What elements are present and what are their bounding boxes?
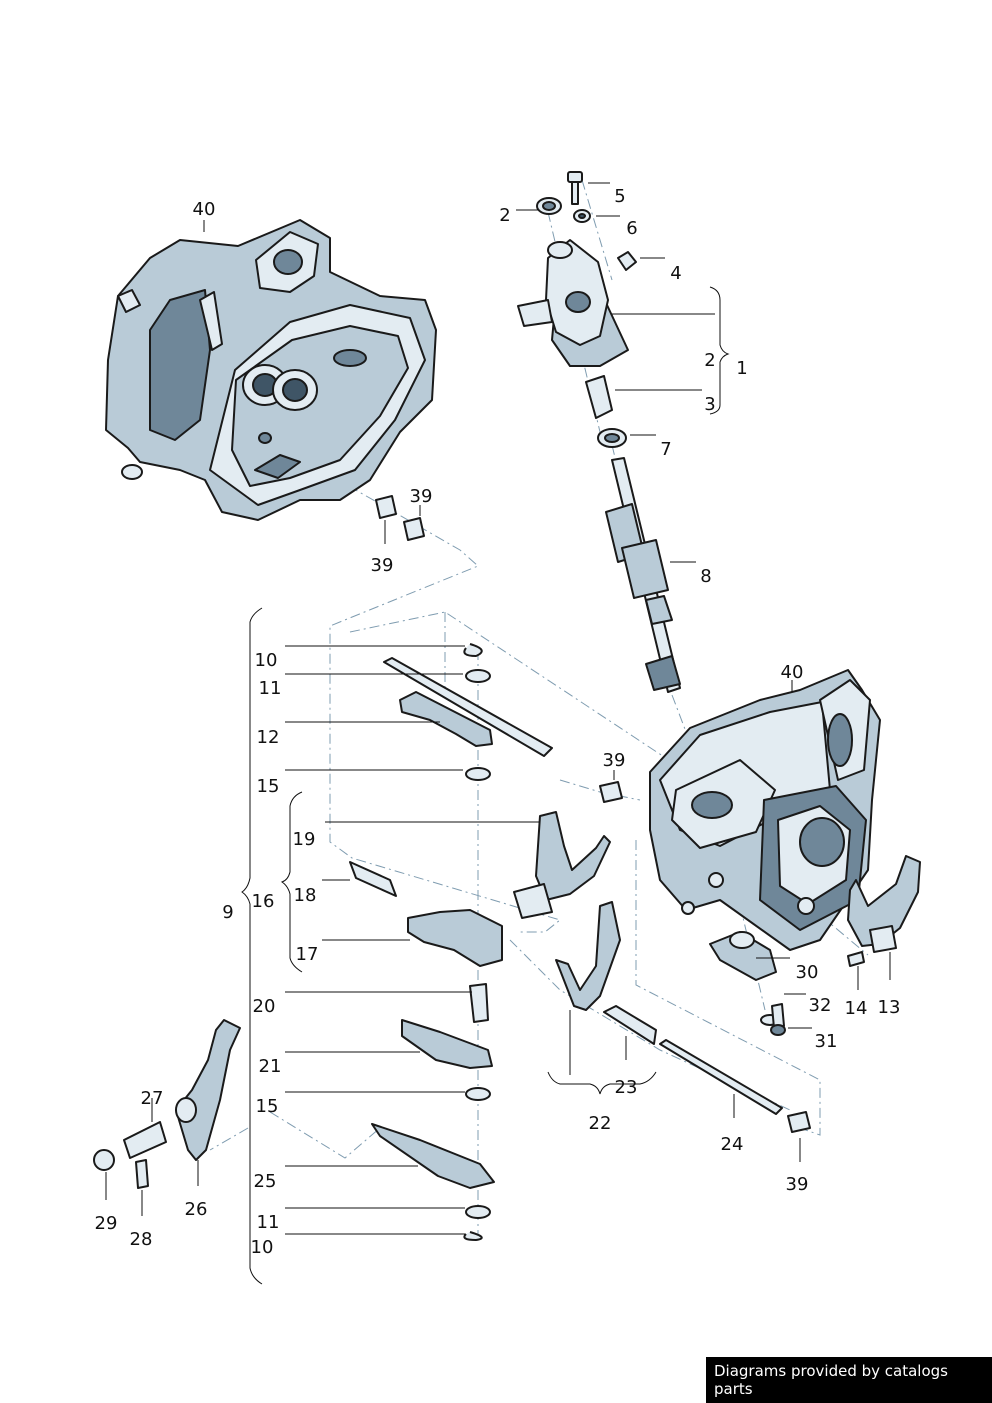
shift-lever-assembly [93,1019,241,1189]
label-6: 6 [626,218,637,239]
label-4: 4 [670,263,681,284]
label-24: 24 [721,1134,744,1155]
label-11a: 11 [259,678,282,699]
label-31: 31 [815,1031,838,1052]
selector-forks [513,811,921,1011]
label-18: 18 [294,885,317,906]
gearbox-housing-left [105,219,437,521]
label-27: 27 [141,1088,164,1109]
label-39b: 39 [371,555,394,576]
bushes-39 [375,495,811,1133]
label-19: 19 [293,829,316,850]
gearbox-housing-right [649,669,881,951]
label-8: 8 [700,566,711,587]
label-40a: 40 [193,199,216,220]
label-1: 1 [736,358,747,379]
part-labels: 40 2 5 6 4 2 1 3 7 39 39 8 40 10 11 12 3… [95,186,901,1258]
attribution-banner: Diagrams provided by catalogs parts [706,1357,992,1403]
selector-plates [349,643,553,1241]
label-39c: 39 [603,750,626,771]
label-32: 32 [809,995,832,1016]
label-14: 14 [845,998,868,1019]
attribution-text: Diagrams provided by catalogs parts [714,1362,948,1398]
label-20: 20 [253,996,276,1017]
label-40b: 40 [781,662,804,683]
label-3: 3 [704,394,715,415]
label-28: 28 [130,1229,153,1250]
label-30: 30 [796,962,819,983]
label-11b: 11 [257,1212,280,1233]
label-2a: 2 [499,205,510,226]
label-2b: 2 [704,350,715,371]
label-15a: 15 [257,776,280,797]
label-17: 17 [296,944,319,965]
label-29: 29 [95,1213,118,1234]
label-16: 16 [252,891,275,912]
label-12: 12 [257,727,280,748]
label-10a: 10 [255,650,278,671]
cover-and-bolt [709,931,786,1036]
label-25: 25 [254,1171,277,1192]
label-21: 21 [259,1056,282,1077]
label-22: 22 [589,1113,612,1134]
selector-housing-assembly [517,171,637,448]
label-10b: 10 [251,1237,274,1258]
shift-rods [603,1005,783,1115]
label-39a: 39 [410,486,433,507]
grouping-brackets [241,286,730,1285]
label-23: 23 [615,1077,638,1098]
label-7: 7 [660,439,671,460]
label-15b: 15 [256,1096,279,1117]
label-5: 5 [614,186,625,207]
label-26: 26 [185,1199,208,1220]
label-9: 9 [222,902,233,923]
label-13: 13 [878,997,901,1018]
leader-lines [105,182,891,1235]
label-39d: 39 [786,1174,809,1195]
selector-shaft [605,457,681,693]
